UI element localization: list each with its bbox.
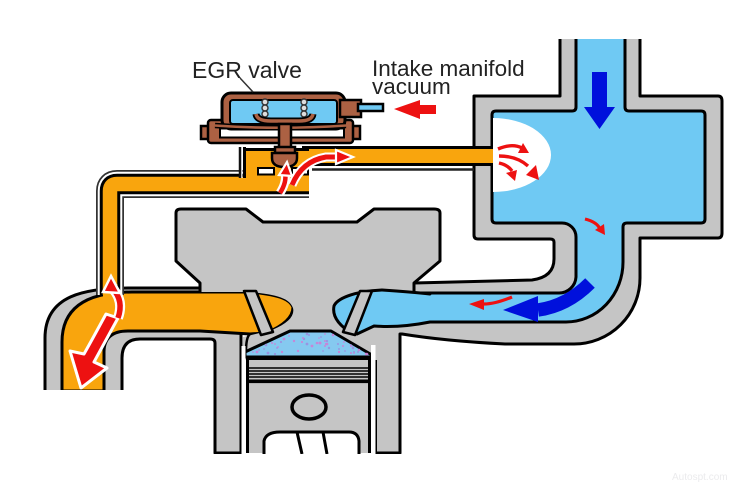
svg-text:EGR valve: EGR valve (192, 57, 302, 83)
svg-text:Autospt.com: Autospt.com (672, 472, 728, 483)
svg-text:Intake manifold: Intake manifold (372, 56, 525, 81)
svg-text:vacuum: vacuum (372, 74, 451, 99)
